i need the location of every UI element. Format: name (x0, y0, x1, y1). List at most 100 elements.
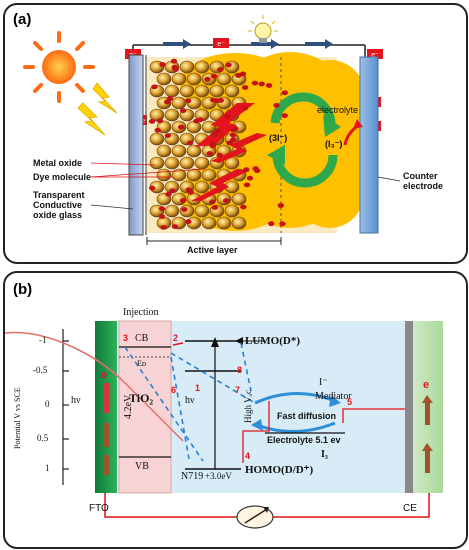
step-number: 4 (245, 451, 251, 461)
metal-oxide-particle (156, 168, 172, 182)
high-voc-label: High Vₒᴄ (243, 389, 253, 423)
dye-molecule (159, 62, 166, 67)
counter-label-2: electrode (403, 181, 444, 191)
counter-label-1: Counter (403, 171, 438, 181)
dye-molecule (251, 80, 259, 86)
dye-molecule (158, 214, 166, 220)
injection-arrow (191, 103, 267, 201)
dye-molecule (229, 132, 237, 138)
metal-oxide-particle (186, 168, 202, 182)
dye-molecule (193, 118, 200, 124)
metal-oxide-particle (171, 168, 187, 182)
iminus-label: I⁻ (319, 377, 328, 388)
tco-label-1: Transparent (33, 190, 85, 200)
hv-mid-label: hν (185, 395, 195, 406)
dye-molecule (186, 140, 194, 146)
tick-label: -1 (39, 335, 47, 345)
mediator-label: Mediator (315, 391, 352, 402)
electron-badge: e⁻ (367, 49, 383, 59)
metal-oxide-particle (224, 84, 240, 98)
dye-molecule (281, 113, 288, 118)
tick-label: 0.5 (37, 433, 49, 443)
step-number: 2 (173, 333, 179, 343)
dssc-structure-diagram: e⁻e⁻e⁻e⁻e⁻e⁻ (23, 15, 401, 245)
dye-molecule-label: Dye molecule (33, 172, 92, 182)
metal-oxide-particle (216, 72, 232, 86)
metal-oxide-particle (231, 192, 247, 206)
tick-label: 0 (45, 399, 50, 409)
electron-left-label: e (101, 369, 108, 381)
triiodide-label: (I₃⁻) (325, 139, 343, 149)
dye-molecule (209, 141, 216, 147)
iodide-label: (3I⁻) (269, 133, 288, 143)
dye-molecule (184, 98, 192, 104)
panel-label-a: (a) (13, 11, 32, 28)
dye-molecule (216, 152, 223, 158)
dye-molecule (240, 204, 247, 210)
dye-molecule (204, 76, 211, 82)
panel-a: e⁻e⁻e⁻e⁻e⁻e⁻ (3, 3, 468, 264)
metal-oxide-particle (171, 72, 187, 86)
cb-label: CB (135, 333, 149, 344)
svg-text:e⁻: e⁻ (141, 118, 149, 125)
dye-molecule (265, 83, 273, 88)
metal-oxide-particle (209, 84, 225, 98)
meter-icon (236, 505, 274, 529)
tio2-label: TiO₂ (129, 391, 154, 405)
metal-oxide-particle (201, 168, 217, 182)
dye-molecule (185, 187, 192, 193)
metal-oxide-particle (164, 108, 180, 122)
metal-oxide-particle (186, 144, 202, 158)
metal-oxide-particle (164, 204, 180, 218)
dye-molecule (213, 98, 221, 104)
dye-molecule (225, 62, 232, 68)
metal-oxide-particle (224, 204, 240, 218)
dye-molecule (243, 182, 251, 188)
dye-molecule (158, 206, 166, 212)
dye-molecule (148, 119, 156, 124)
dye-molecule (151, 84, 158, 90)
vb-label: VB (135, 461, 149, 472)
ce-plate (405, 321, 413, 493)
tick-label: 1 (45, 463, 50, 473)
dye-molecule (154, 127, 161, 133)
lightbulb-icon (248, 15, 278, 43)
fto-label: FTO (89, 503, 109, 514)
hv-left-label: hν (71, 395, 81, 406)
homo-label: HOMO(D/D⁺) (245, 464, 314, 476)
step-number: 6 (171, 385, 177, 395)
dye-molecule (224, 114, 231, 119)
dye-molecule (170, 58, 178, 64)
metal-oxide-particle (186, 120, 202, 134)
electron-flow-arrows (104, 395, 433, 475)
metal-oxide-particle (164, 84, 180, 98)
metal-oxide-particle (194, 84, 210, 98)
metal-oxide-particle (231, 216, 247, 230)
n719-label: N719 (181, 471, 204, 482)
dye-molecule (164, 133, 172, 139)
dye-molecule (268, 221, 275, 227)
dye-molecule (217, 67, 224, 73)
metal-oxide-particle (179, 60, 195, 74)
dye-molecule (226, 140, 233, 146)
flow-arrow (163, 39, 333, 49)
svg-text:e⁻: e⁻ (371, 52, 379, 59)
redox-cycle-icon (270, 92, 338, 188)
mediator-cycle-icon (254, 392, 336, 433)
i3-label: I₃ (321, 449, 328, 460)
gap-label: 4.2eV (123, 394, 134, 419)
ef-label: Eᴅ (137, 359, 147, 368)
metal-oxide-particle (201, 216, 217, 230)
dye-molecule (235, 73, 242, 78)
dye-molecule (241, 105, 249, 111)
metal-oxide-particle (156, 144, 172, 158)
dye-molecule (206, 151, 213, 156)
sun-icon (23, 31, 95, 103)
electrolyte-label: electrolyte (317, 105, 359, 115)
dye-molecule (177, 124, 185, 130)
dye-molecule (210, 132, 218, 138)
panel-b: (b) Injection CB Eᴅ TiO₂ 4.2eV VB hν hν … (3, 271, 468, 549)
metal-oxide-particle (149, 132, 165, 146)
dye-molecule (156, 118, 164, 124)
step-number: 1 (195, 383, 201, 393)
